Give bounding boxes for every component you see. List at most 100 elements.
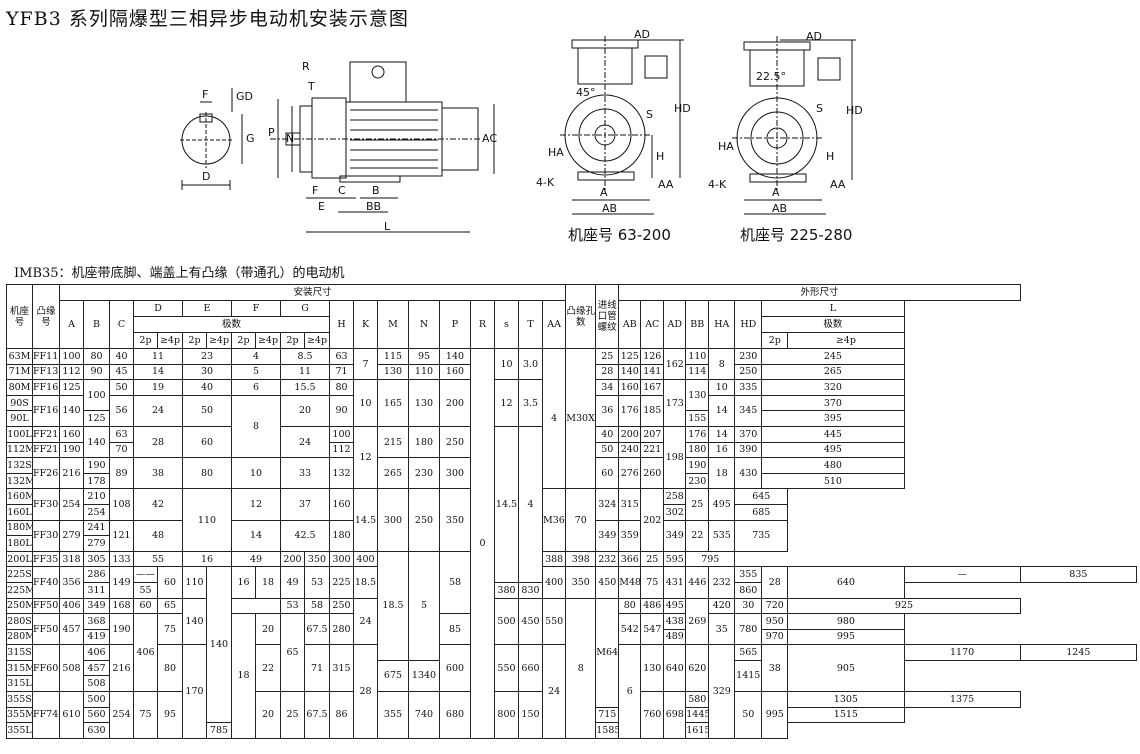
table-cell: 4 <box>518 425 543 583</box>
col-M: M <box>377 300 409 349</box>
table-cell: 645 <box>734 488 789 505</box>
table-cell: 6 <box>618 644 642 739</box>
table-cell: FF115 <box>32 348 60 365</box>
table-cell: 200L <box>6 550 33 568</box>
col-thread-header: 进线口管螺纹 <box>595 284 620 349</box>
table-cell: 53 <box>304 566 330 599</box>
table-cell: 110 <box>182 488 232 552</box>
table-cell: 160 <box>618 379 642 396</box>
svg-text:H: H <box>656 150 664 163</box>
table-cell: 735 <box>734 519 789 552</box>
table-cell: 176 <box>685 425 710 443</box>
table-cell: 355 <box>734 566 763 583</box>
table-cell: 715 <box>595 706 620 724</box>
table-cell: 140 <box>59 394 84 427</box>
table-cell: 680 <box>439 691 471 739</box>
table-cell: 250 <box>734 363 763 381</box>
table-cell: 1375 <box>903 691 1021 708</box>
table-cell: 190 <box>109 613 134 646</box>
table-cell: 14.5 <box>494 425 519 583</box>
svg-text:AB: AB <box>602 202 617 215</box>
table-cell: 108 <box>109 488 134 521</box>
table-cell: 388 <box>541 550 567 568</box>
table-cell: 24 <box>541 644 567 739</box>
table-cell: 125 <box>618 348 642 365</box>
table-cell: 438 <box>663 613 687 630</box>
table-cell: 1615 <box>685 722 710 739</box>
table-cell: 550 <box>494 644 519 693</box>
table-cell: 71 <box>329 363 354 381</box>
table-cell: 780 <box>734 613 763 646</box>
table-cell: 660 <box>518 644 543 693</box>
svg-text:BB: BB <box>366 200 381 213</box>
table-cell: 90 <box>329 394 354 427</box>
col-AB: AB <box>618 300 642 349</box>
table-cell: 215 <box>377 425 409 459</box>
table-cell: 265 <box>761 363 905 381</box>
table-cell: 345 <box>734 394 763 427</box>
svg-text:机座号 63-200: 机座号 63-200 <box>568 226 671 244</box>
table-cell: 60 <box>595 457 620 490</box>
table-cell: 18 <box>255 566 281 599</box>
table-cell: FF350 <box>32 550 60 568</box>
table-cell: 446 <box>685 566 710 599</box>
outline-dims-header: 外形尺寸 <box>618 284 1021 301</box>
page-title: YFB3 系列隔爆型三相异步电动机安装示意图 <box>6 8 409 30</box>
table-cell: 995 <box>787 628 905 646</box>
col-AD: AD <box>663 300 687 349</box>
table-cell: 180 <box>408 425 440 459</box>
svg-text:R: R <box>302 60 310 73</box>
table-cell: 489 <box>663 628 687 646</box>
table-cell: 225 <box>329 566 354 599</box>
svg-text:45°: 45° <box>576 86 596 99</box>
table-cell: 80 <box>182 457 232 490</box>
table-cell: 300 <box>439 457 471 490</box>
drawing-labels: F GD G D R T P N AC F C B BB E L AD HD S… <box>202 28 863 244</box>
table-cell: 140 <box>83 425 110 459</box>
table-cell: 265 <box>377 457 409 490</box>
table-cell: 1515 <box>787 706 905 724</box>
table-cell: 800 <box>494 691 519 739</box>
table-cell: FF265 <box>32 457 60 490</box>
svg-text:F: F <box>202 88 208 101</box>
table-cell: 356 <box>59 566 84 599</box>
svg-text:N: N <box>286 132 294 145</box>
table-cell: 24 <box>133 394 183 427</box>
svg-text:机座号 225-280: 机座号 225-280 <box>740 226 852 244</box>
table-cell: 508 <box>83 675 110 693</box>
table-cell: 225S <box>6 566 33 583</box>
col-B: B <box>83 300 110 349</box>
table-cell: 55 <box>133 581 158 599</box>
table-cell: 14 <box>708 425 736 443</box>
table-cell: 250M <box>6 597 33 615</box>
table-cell: 25 <box>685 488 710 521</box>
table-cell: 180M <box>6 519 33 537</box>
table-cell: 28 <box>133 425 183 459</box>
table-cell: 355 <box>377 691 409 739</box>
table-cell: 640 <box>787 566 905 599</box>
pole-4p: ≥4p <box>255 332 281 349</box>
table-cell: 18.5 <box>377 550 409 661</box>
table-cell: 315 <box>329 644 354 693</box>
table-cell: 100 <box>83 379 110 412</box>
col-D: D <box>133 300 183 317</box>
table-cell: 500 <box>83 691 110 708</box>
table-cell: 60 <box>133 597 158 615</box>
table-cell: 5 <box>231 363 281 381</box>
table-cell: 112 <box>329 441 354 459</box>
table-cell: FF500 <box>32 613 60 646</box>
table-cell: 132 <box>329 457 354 490</box>
table-cell: 10 <box>353 379 378 427</box>
table-cell: M64X2 <box>595 597 620 708</box>
table-cell: 486 <box>640 597 665 615</box>
table-cell: 610 <box>59 691 84 739</box>
col-AA: AA <box>541 300 567 349</box>
table-cell: 970 <box>761 628 789 646</box>
table-cell: 30 <box>182 363 232 381</box>
table-cell: 258 <box>663 488 687 505</box>
table-cell: 19 <box>133 379 183 396</box>
